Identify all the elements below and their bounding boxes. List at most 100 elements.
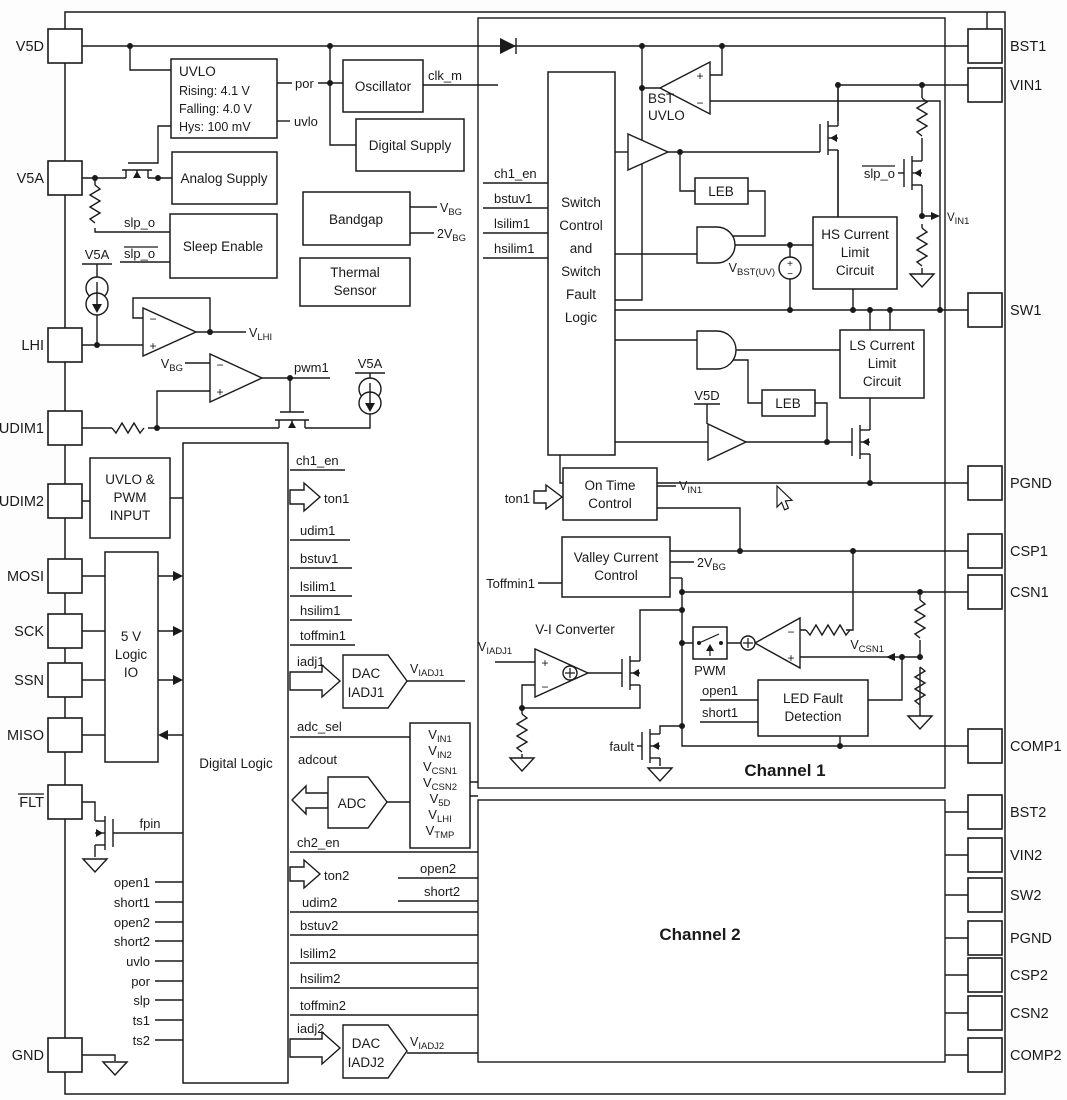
mux-vin2: VIN2 [428,743,451,761]
net-por-in: por [131,974,150,989]
on-time-block: On Time Control [562,467,658,521]
pin-sw1: SW1 [967,292,1041,328]
lhi-comparator: − + [142,306,198,358]
logic-io-1: 5 V [121,629,141,644]
pin-sw2-label: SW2 [1010,888,1041,904]
switch-control-block: Switch Control and Switch Fault Logic [547,71,616,456]
ls-limit-1: LS Current [849,338,915,353]
net-pwm1: pwm1 [294,360,329,375]
v5a-rail2-label: V5A [358,356,383,371]
hs-power-fet [819,85,839,217]
wires-right-pins [945,811,968,1056]
net-toffmin2: toffmin2 [300,998,346,1013]
flt-fet [95,816,114,850]
net-slp-o: slp_o [124,215,155,230]
vin1-sense-label: VIN1 [947,212,969,227]
pin-sw2: SW2 [967,877,1041,913]
pin-gnd-label: GND [12,1048,44,1064]
and-gate-ls [696,330,737,370]
pin-pgnd2: PGND [967,920,1052,956]
ls-limit-2: Limit [868,356,897,371]
pin-comp1: COMP1 [967,728,1062,764]
junction-dots [92,43,943,749]
pin-v5a-label: V5A [17,171,45,187]
uvlo-pwm-input-block: UVLO & PWM INPUT [89,457,171,539]
on-time-1: On Time [584,478,635,493]
net-ts1-in: ts1 [133,1013,150,1028]
pwm1-minus: − [216,358,223,372]
and-gate-hs [696,226,736,264]
sleep-enable-label: Sleep Enable [183,239,263,254]
mux-vlhi: VLHI [428,807,451,825]
pwm-label: PWM [694,663,726,678]
pin-ssn-label: SSN [14,673,44,689]
net-short2-in: short2 [114,934,150,949]
wires-dl-right [290,469,478,1054]
analog-supply-block: Analog Supply [171,151,278,205]
net-open2-ch: open2 [420,861,456,876]
viadj1-label: VIADJ1 [410,662,444,679]
pin-mosi-label: MOSI [7,569,44,585]
net-adcout: adcout [298,752,337,767]
leb2-block: LEB [761,389,816,417]
net-lsilim2: lsilim2 [300,946,336,961]
net-slp-o-bar: slp_o [124,246,155,261]
dl-ch2-signals: ch2_en ton2 open2 short2 udim2 bstuv2 ls… [289,835,460,1066]
pin-udim1-label: UDIM1 [0,421,44,437]
net-ton1-in: ton1 [505,491,530,506]
lhi-plus: + [149,339,156,353]
vbg-in-label: VBG [161,357,183,374]
leb2-label: LEB [775,396,801,411]
dac1-line1: DAC [352,666,381,681]
pin-udim1: UDIM1 [0,410,83,446]
vcsn1-divider [886,599,934,731]
pin-sck-label: SCK [14,624,44,640]
gm-minus: − [787,625,794,639]
dl-fault-inputs: open1 short1 open2 short2 uvlo por slp t… [114,875,151,1048]
gm-plus: + [787,651,794,665]
lhi-minus: − [149,312,156,326]
net-uvlo-in: uvlo [126,954,150,969]
vi-opamp: + − [534,647,590,699]
net-slp-in: slp [133,993,150,1008]
dac-iadj2-block: DAC IADJ2 [342,1024,408,1079]
dac1-line2: IADJ1 [348,685,385,700]
net-clk-m: clk_m [428,68,462,83]
thermal-sensor-block: Thermal Sensor [299,257,411,307]
pin-ssn: SSN [14,662,83,698]
mux-vtmp: VTMP [426,823,455,841]
mux-vcsn1: VCSN1 [423,759,457,777]
dl-ch1-signals: ch1_en ton1 udim1 bstuv1 lsilim1 hsilim1… [289,453,349,699]
digital-supply-label: Digital Supply [369,138,452,153]
net-open1-led: open1 [702,683,738,698]
channel2-box [477,799,946,1063]
net-ch1-en: ch1_en [296,453,339,468]
net-iadj1: iadj1 [297,654,324,669]
pin-csp2-label: CSP2 [1010,968,1048,984]
pin-lhi-label: LHI [21,338,44,354]
hs-limit-2: Limit [841,245,870,260]
pin-vin1-label: VIN1 [1010,78,1042,94]
pin-lhi: LHI [21,327,83,363]
net-por: por [295,76,314,91]
net-udim2: udim2 [302,895,337,910]
bstuvlo-minus: − [696,96,703,110]
analog-supply-label: Analog Supply [180,171,267,186]
thermal-label-2: Sensor [334,283,377,298]
wires-ontime-valley [538,485,968,747]
ls-limit-3: Circuit [863,374,902,389]
ls-limit-block: LS Current Limit Circuit [839,329,925,399]
pin-mosi: MOSI [7,558,83,594]
pwm-sample-box [692,626,728,660]
net-udim1: udim1 [300,523,335,538]
pin-sw1-label: SW1 [1010,303,1041,319]
bst-uvlo-2: UVLO [648,108,685,123]
uvlo-hys: Hys: 100 mV [179,120,251,134]
mux-v5d: V5D [430,791,451,809]
ls-driver-buffer [707,422,748,462]
pin-v5a: V5A [17,160,83,196]
vi-resistor [508,713,536,773]
bst-uvlo-1: BST [648,91,674,106]
net-iadj2: iadj2 [297,1021,324,1036]
net-sc-lsilim1: lsilim1 [494,216,530,231]
